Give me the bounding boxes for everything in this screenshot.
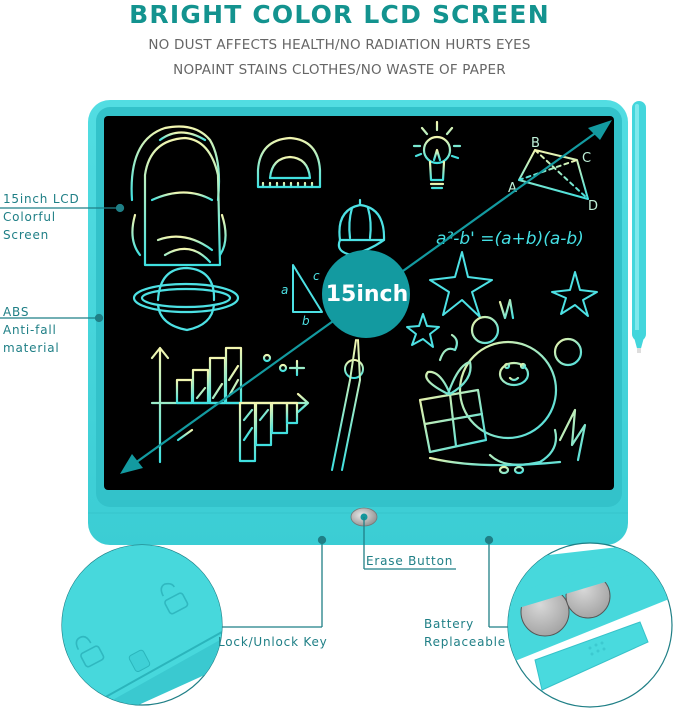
callout-battery-line-2: Replaceable xyxy=(424,635,506,649)
subtitle-line-1: NO DUST AFFECTS HEALTH/NO RADIATION HURT… xyxy=(148,37,531,53)
svg-text:B: B xyxy=(531,136,540,151)
callout-lock-key: Lock/Unlock Key xyxy=(218,635,328,649)
callout-lcd-line-1: 15inch LCD xyxy=(3,192,80,206)
callout-battery-line-1: Battery xyxy=(424,617,475,631)
subtitle-line-2: NOPAINT STAINS CLOTHES/NO WASTE OF PAPER xyxy=(173,62,506,78)
page-title: BRIGHT COLOR LCD SCREEN xyxy=(129,0,550,29)
callout-lcd-line-3: Screen xyxy=(3,228,50,242)
svg-text:A: A xyxy=(508,181,517,196)
callout-lcd-line-2: Colorful xyxy=(3,210,56,224)
battery-detail-zoom xyxy=(507,542,673,708)
callout-erase-button: Erase Button xyxy=(366,554,454,568)
svg-text:c: c xyxy=(313,269,320,283)
callout-lcd-screen: 15inch LCD Colorful Screen xyxy=(3,190,80,244)
svg-text:b: b xyxy=(302,314,310,328)
callout-abs-line-3: material xyxy=(3,341,60,355)
callout-battery: Battery Replaceable xyxy=(424,615,506,651)
stylus-pen xyxy=(632,101,646,353)
size-badge-circle xyxy=(322,250,410,338)
callout-abs-line-1: ABS xyxy=(3,305,30,319)
lock-detail-zoom xyxy=(61,544,223,706)
callout-abs-material: ABS Anti-fall material xyxy=(3,303,60,357)
svg-text:D: D xyxy=(588,199,598,214)
svg-text:C: C xyxy=(582,151,591,166)
size-badge: 15inch xyxy=(325,282,409,307)
math-equation: a²-b' =(a+b)(a-b) xyxy=(436,229,584,249)
callout-abs-line-2: Anti-fall xyxy=(3,323,57,337)
svg-text:a: a xyxy=(281,283,288,297)
